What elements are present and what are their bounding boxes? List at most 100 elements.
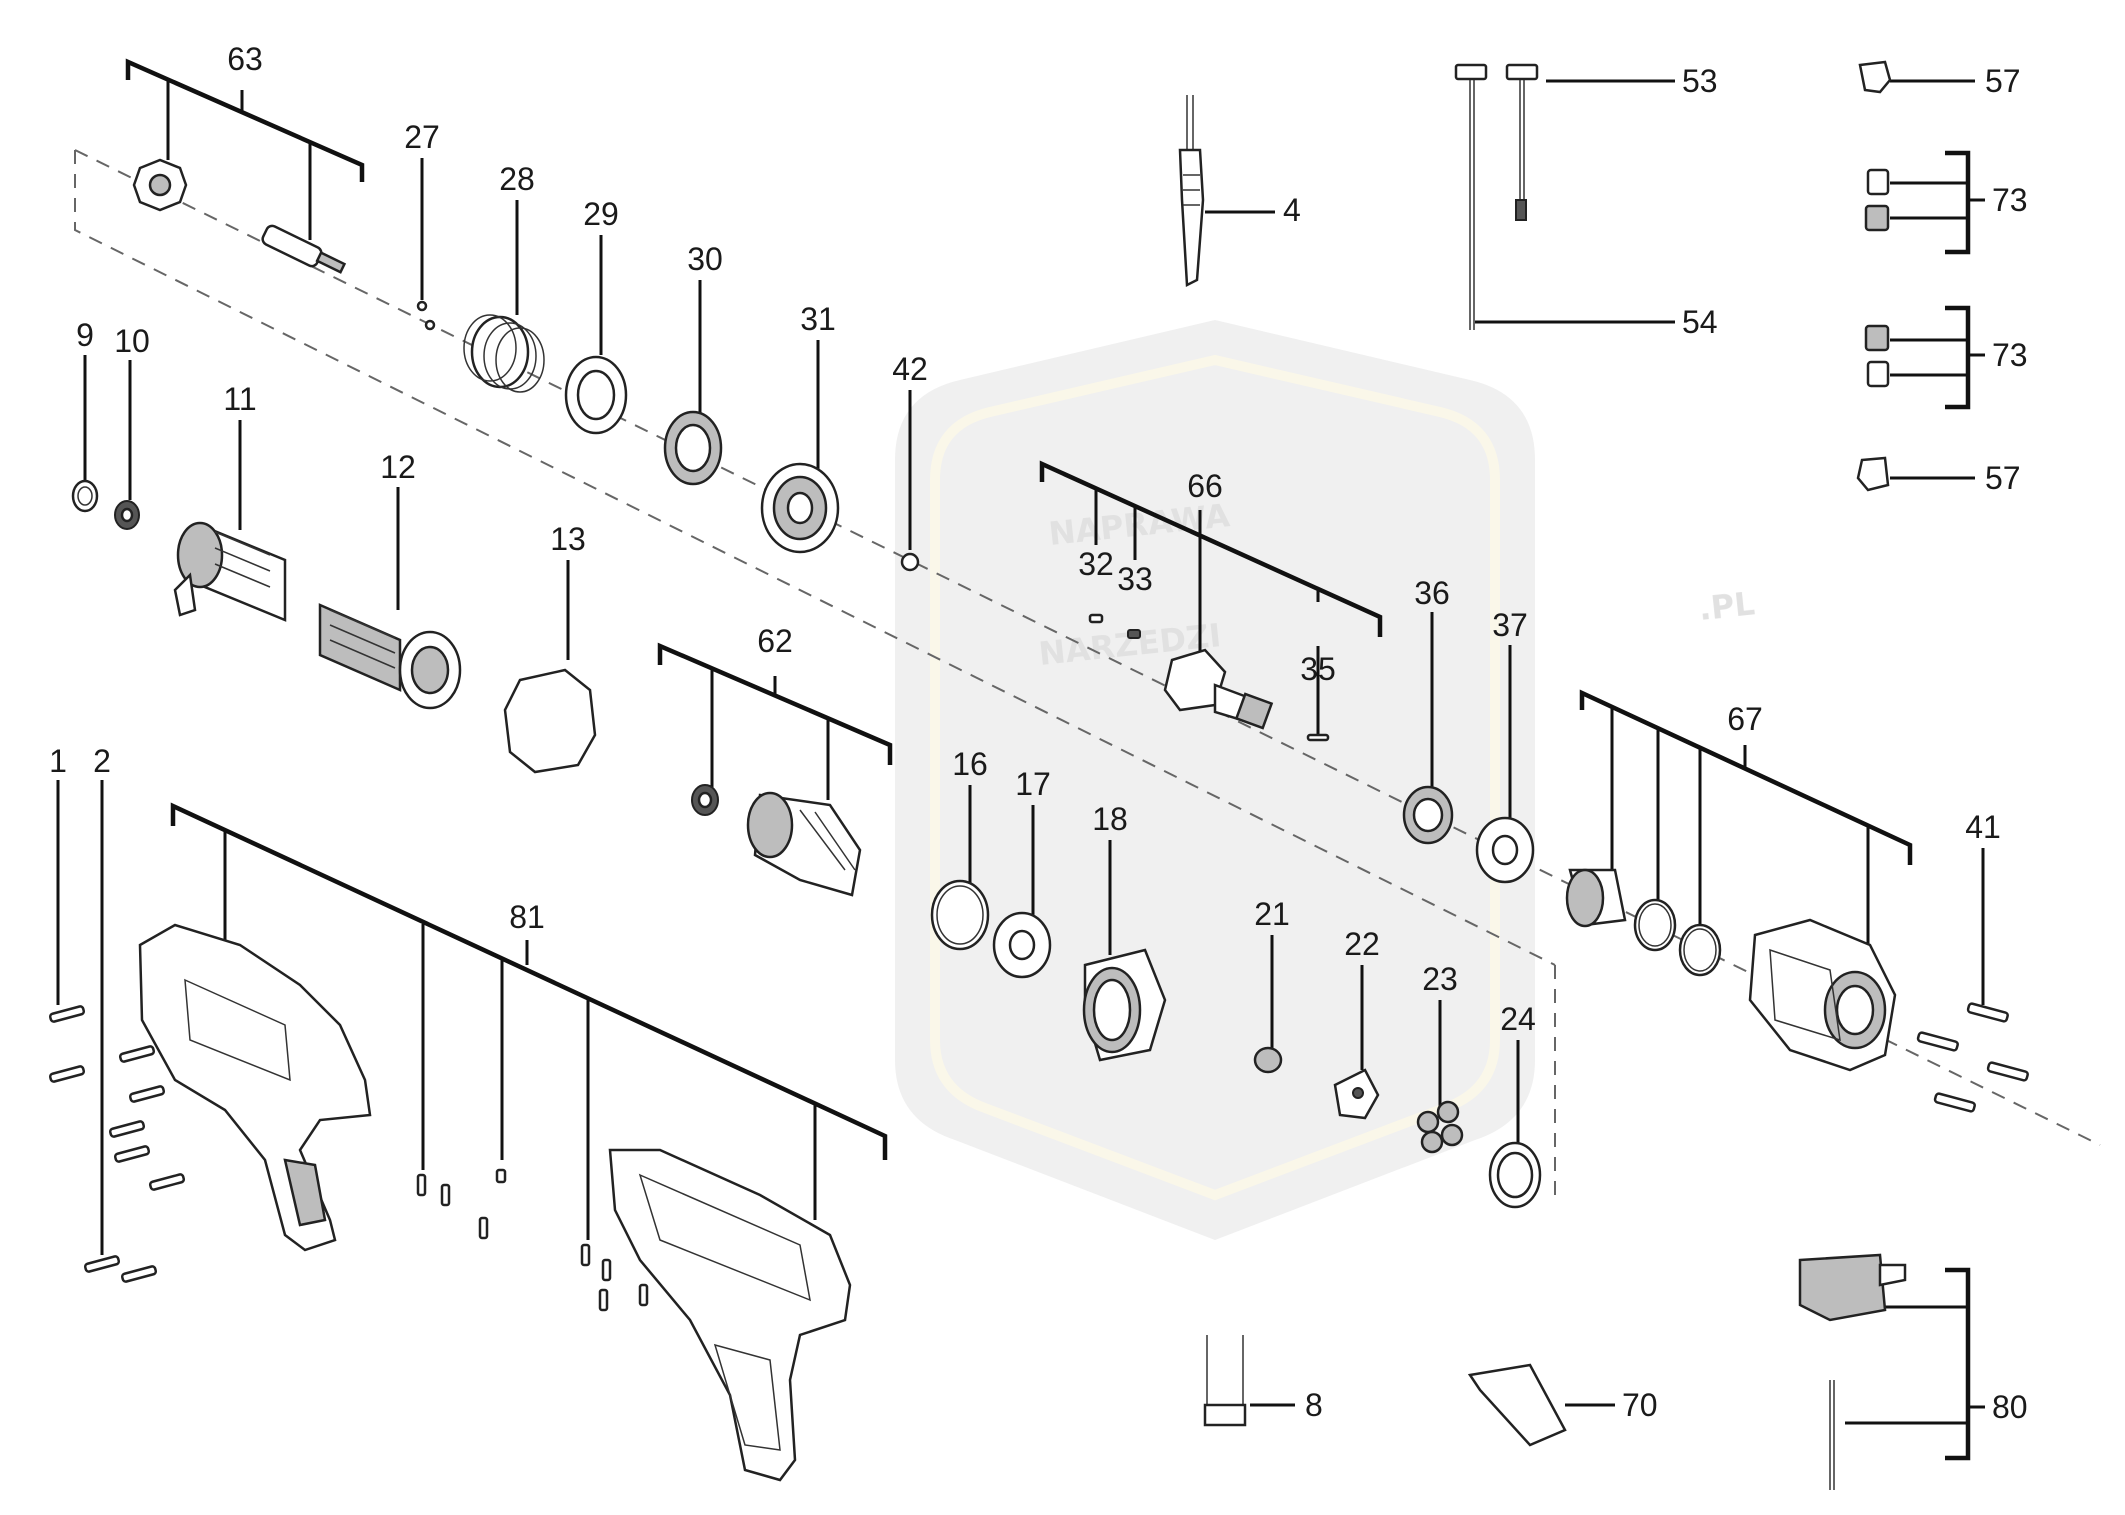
part-bearing-10: [114, 500, 140, 530]
callout-53: 53: [1682, 63, 1718, 99]
part-cable-4: [1178, 95, 1205, 287]
bracket-62: [657, 642, 893, 800]
callout-37: 37: [1492, 607, 1528, 643]
bracket-73a: [1890, 150, 1985, 255]
callout-35: 35: [1300, 651, 1336, 687]
callout-17: 17: [1015, 766, 1051, 802]
callout-29: 29: [583, 196, 619, 232]
part-bearing-29: [663, 410, 723, 486]
part-terminal-73b: [1864, 324, 1890, 388]
part-pin-32: [1088, 613, 1104, 624]
part-bearing-62: [691, 784, 719, 816]
callout-21: 21: [1254, 896, 1290, 932]
callout-9: 9: [76, 317, 94, 353]
callout-10: 10: [114, 323, 150, 359]
callout-31: 31: [800, 301, 836, 337]
callout-22: 22: [1344, 926, 1380, 962]
callout-2: 2: [93, 743, 111, 779]
part-pins-81: [416, 1168, 649, 1312]
part-connector-57a: [1858, 60, 1892, 94]
callout-18: 18: [1092, 801, 1128, 837]
bracket-63: [125, 58, 365, 240]
part-terminal-73a: [1864, 168, 1890, 232]
part-bearing-36: [1402, 785, 1454, 845]
part-bearing-30: [760, 462, 840, 554]
part-washer-37: [1475, 816, 1535, 884]
callout-23: 23: [1422, 961, 1458, 997]
part-spring-33: [1127, 629, 1141, 639]
part-bushing-67: [1565, 868, 1627, 928]
callout-4: 4: [1283, 192, 1301, 228]
part-spring-28: [463, 314, 545, 393]
part-oring-67b: [1678, 923, 1722, 977]
part-plate-13: [503, 668, 597, 774]
watermark-suffix: .PL: [1697, 584, 1757, 628]
part-ring-gear-18: [1082, 948, 1167, 1062]
part-ball-31: [900, 552, 920, 572]
callout-16: 16: [952, 746, 988, 782]
callout-81: 81: [509, 899, 545, 935]
part-washer-42: [564, 355, 628, 435]
callout-28: 28: [499, 161, 535, 197]
part-washer-17: [992, 911, 1052, 979]
callout-57a: 57: [1985, 63, 2021, 99]
callout-80: 80: [1992, 1389, 2028, 1425]
part-housing-half-right-81: [608, 1148, 852, 1482]
callout-67: 67: [1727, 701, 1763, 737]
callout-30: 30: [687, 241, 723, 277]
part-planet-gears-23: [1416, 1100, 1464, 1154]
part-plate-70: [1467, 1363, 1567, 1447]
callout-70: 70: [1622, 1387, 1658, 1423]
callout-24: 24: [1500, 1001, 1536, 1037]
part-connector-57b: [1856, 456, 1890, 492]
callout-8: 8: [1305, 1387, 1323, 1423]
part-armature-12: [318, 603, 462, 710]
part-wire-53: [1454, 63, 1539, 330]
callout-62: 62: [757, 623, 793, 659]
callout-63: 63: [227, 41, 263, 77]
part-switch-80: [1798, 1253, 1907, 1490]
part-nut-63: [132, 158, 188, 212]
part-stator-11: [173, 521, 287, 622]
leader-lines: [56, 79, 1985, 1407]
bracket-67: [1579, 689, 1913, 960]
callout-32: 32: [1078, 546, 1114, 582]
callout-57b: 57: [1985, 460, 2021, 496]
part-front-housing-67: [1748, 918, 1897, 1072]
callout-73a: 73: [1992, 182, 2028, 218]
part-shaft-63: [261, 224, 347, 274]
part-pin-35: [1306, 733, 1330, 742]
part-carrier-22: [1333, 1068, 1380, 1120]
callout-33: 33: [1117, 561, 1153, 597]
part-ball-27b: [424, 319, 436, 331]
callout-13: 13: [550, 521, 586, 557]
parts: [48, 60, 2029, 1490]
bracket-73b: [1890, 305, 1985, 410]
part-needle-bearing-21: [1253, 1046, 1283, 1074]
part-screws-1-2: [48, 1005, 186, 1283]
part-screws-41: [1916, 1002, 2029, 1113]
callout-27: 27: [404, 119, 440, 155]
part-oring-16: [930, 879, 990, 951]
bracket-66: [1039, 460, 1383, 735]
bracket-81: [170, 802, 888, 1240]
callout-labels: 1 2 4 8 9 10 11 12 13 16 17 18 21 22 23 …: [49, 41, 2027, 1425]
part-ring-24: [1488, 1141, 1542, 1209]
callout-1: 1: [49, 743, 67, 779]
part-oring-67a: [1633, 898, 1677, 952]
callout-36: 36: [1414, 575, 1450, 611]
part-housing-half-left-81: [138, 923, 372, 1252]
part-ball-27a: [416, 300, 428, 312]
callout-54: 54: [1682, 304, 1718, 340]
callout-12: 12: [380, 449, 416, 485]
callout-73b: 73: [1992, 337, 2028, 373]
part-brush-8: [1203, 1335, 1247, 1427]
part-anvil-66: [1163, 648, 1274, 730]
callout-42: 42: [892, 351, 928, 387]
callout-41: 41: [1965, 809, 2001, 845]
callout-66: 66: [1187, 468, 1223, 504]
part-ring-9: [71, 479, 99, 513]
part-housing-62: [746, 791, 862, 897]
callout-11: 11: [223, 381, 256, 417]
